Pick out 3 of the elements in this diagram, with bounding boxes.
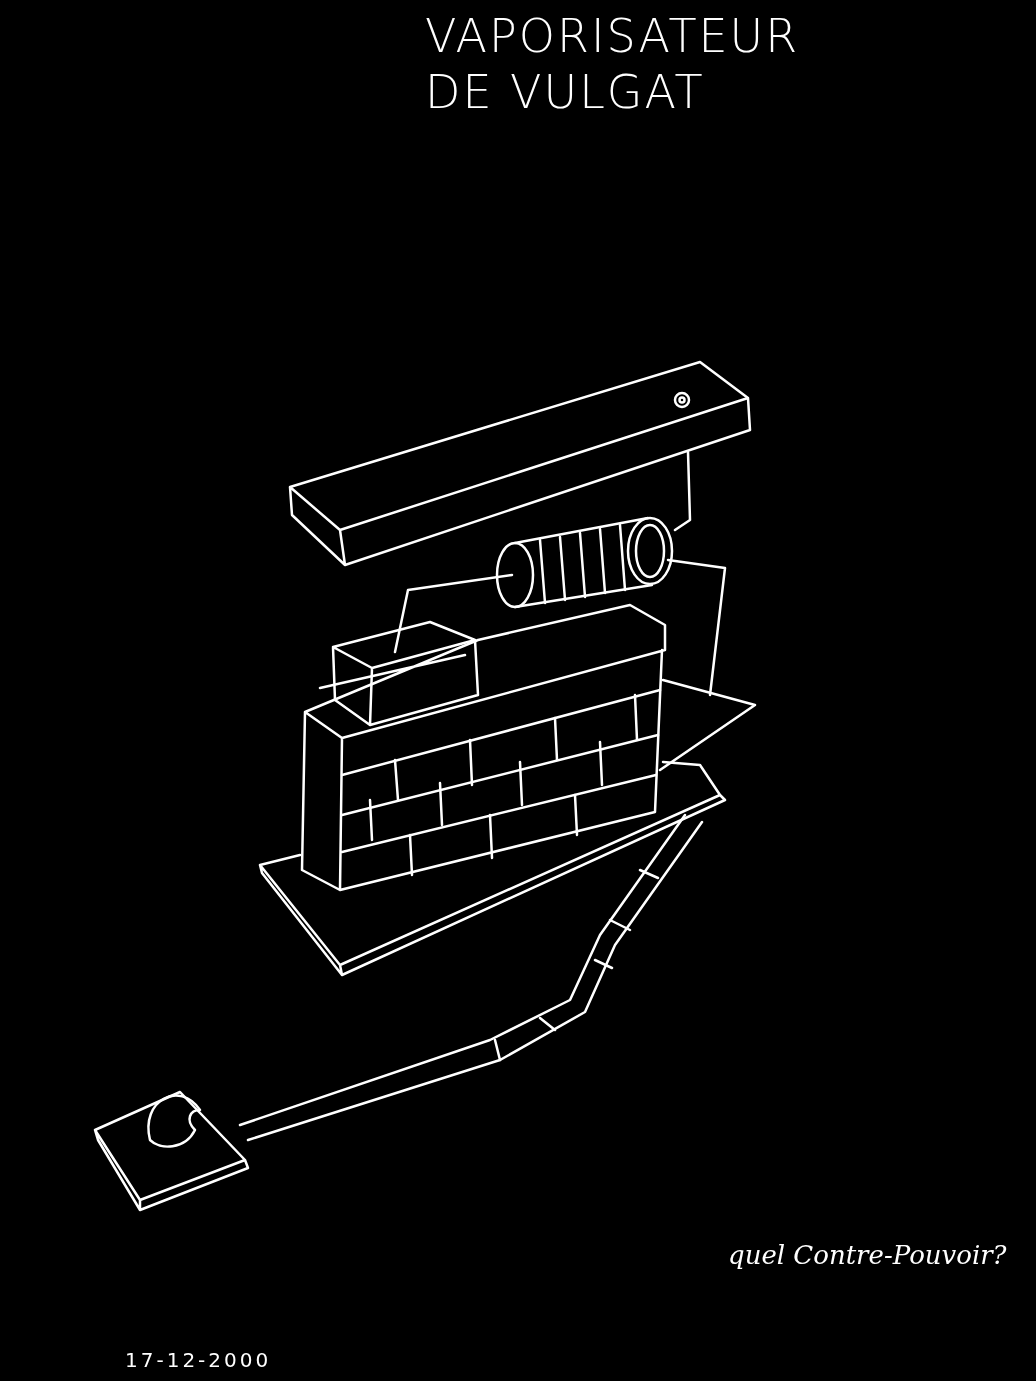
drawing-title: VAPORISATEUR DE VULGAT (425, 8, 801, 120)
date-label: 17-12-2000 (125, 1348, 272, 1372)
handwritten-note: quel Contre-Pouvoir? (728, 1240, 1007, 1270)
